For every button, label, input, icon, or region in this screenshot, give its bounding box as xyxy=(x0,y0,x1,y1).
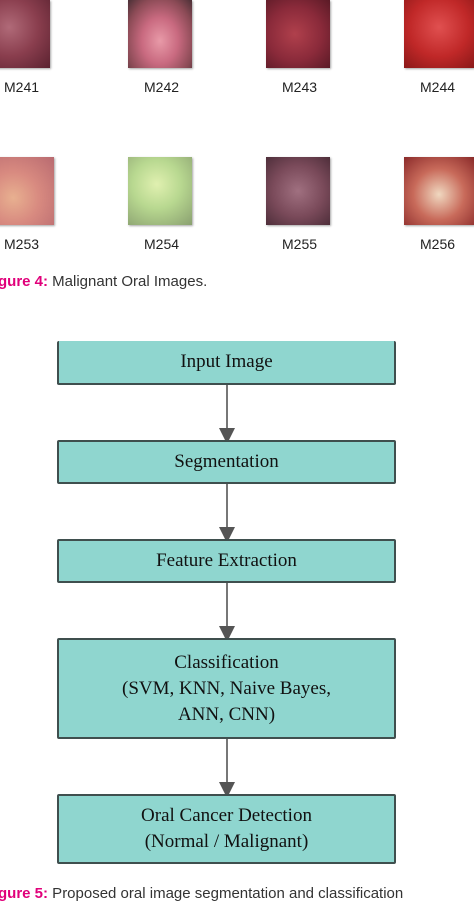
step-segmentation: Segmentation xyxy=(57,440,396,484)
oral-image-m244 xyxy=(404,0,474,68)
step-feature-extraction-label: Feature Extraction xyxy=(156,550,297,571)
oral-image-m243 xyxy=(266,0,330,68)
label-m253: M253 xyxy=(4,236,40,252)
step-feature-extraction: Feature Extraction xyxy=(57,539,396,583)
oral-image-m256 xyxy=(404,157,474,225)
oral-image-m242 xyxy=(128,0,192,68)
figure-4-label: gure 4: xyxy=(0,273,49,290)
figure-5-label: gure 5: xyxy=(0,885,49,902)
oral-image-m253 xyxy=(0,157,54,225)
oral-image-m241 xyxy=(0,0,50,68)
oral-image-m254 xyxy=(128,157,192,225)
label-m255: M255 xyxy=(282,236,318,252)
label-m241: M241 xyxy=(4,79,40,95)
step-oral-cancer-detection: Oral Cancer Detection (Normal / Malignan… xyxy=(57,794,396,864)
step-input-image-label: Input Image xyxy=(180,351,273,372)
label-m256: M256 xyxy=(420,236,456,252)
step-input-image: Input Image xyxy=(57,341,396,385)
step-classification-label: Classification (SVM, KNN, Naive Bayes, A… xyxy=(122,651,331,725)
label-m244: M244 xyxy=(420,79,456,95)
figure-5-text: Proposed oral image segmentation and cla… xyxy=(48,885,404,902)
step-segmentation-label: Segmentation xyxy=(174,451,279,472)
figure-5-caption: gure 5: Proposed oral image segmentation… xyxy=(0,885,403,902)
label-m242: M242 xyxy=(144,79,180,95)
step-oral-cancer-detection-label: Oral Cancer Detection (Normal / Malignan… xyxy=(141,805,312,852)
figure-4-text: Malignant Oral Images. xyxy=(48,273,208,290)
label-m254: M254 xyxy=(144,236,180,252)
step-classification: Classification (SVM, KNN, Naive Bayes, A… xyxy=(57,638,396,739)
oral-image-m255 xyxy=(266,157,330,225)
label-m243: M243 xyxy=(282,79,318,95)
figure-4-caption: gure 4: Malignant Oral Images. xyxy=(0,273,207,290)
